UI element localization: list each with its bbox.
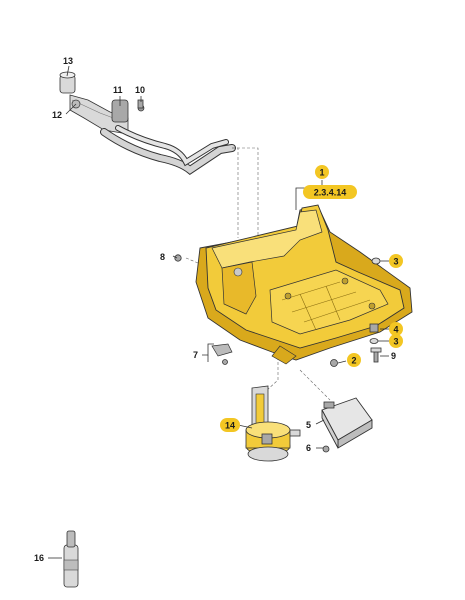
svg-text:11: 11 [113, 85, 123, 95]
svg-text:2: 2 [351, 356, 356, 366]
fuel-pump [245, 385, 301, 462]
callout-3-lower: 3 [389, 334, 403, 348]
svg-text:13: 13 [63, 56, 73, 66]
callout-2: 2 [347, 353, 361, 367]
svg-text:12: 12 [52, 110, 62, 120]
callout-3-upper: 3 [389, 254, 403, 268]
additive-bottle [63, 530, 79, 588]
bolt-10 [137, 99, 144, 109]
bolt-2 [330, 359, 338, 367]
nut-4 [369, 323, 379, 333]
callout-10: 10 [135, 85, 145, 95]
callout-13: 13 [63, 56, 73, 66]
svg-text:3: 3 [393, 257, 398, 267]
svg-text:4: 4 [393, 325, 398, 335]
filler-neck-body [69, 94, 145, 135]
svg-text:9: 9 [391, 351, 396, 361]
callout-14: 14 [220, 418, 240, 432]
bolt-6 [322, 445, 330, 453]
callout-9: 9 [391, 351, 396, 361]
callout-16: 16 [34, 553, 44, 563]
grommet-3-upper [371, 257, 381, 265]
callout-5: 5 [306, 420, 311, 430]
clip-7 [211, 343, 233, 365]
control-unit [321, 397, 373, 449]
svg-text:1: 1 [319, 168, 324, 178]
callout-6: 6 [306, 443, 311, 453]
svg-text:6: 6 [306, 443, 311, 453]
svg-text:2.3.4.14: 2.3.4.14 [314, 188, 347, 198]
callout-12: 12 [52, 110, 62, 120]
svg-text:5: 5 [306, 420, 311, 430]
svg-text:7: 7 [193, 350, 198, 360]
svg-text:3: 3 [393, 337, 398, 347]
callout-8: 8 [160, 252, 165, 262]
callout-1-subparts: 2.3.4.14 [303, 185, 357, 199]
callout-7: 7 [193, 350, 198, 360]
svg-text:10: 10 [135, 85, 145, 95]
grommet-3-lower [369, 338, 379, 344]
fuel-tank [195, 204, 413, 365]
filler-neck-assembly [59, 71, 236, 175]
svg-text:16: 16 [34, 553, 44, 563]
callout-11: 11 [113, 85, 123, 95]
bolt-9 [370, 347, 382, 363]
callout-4: 4 [389, 322, 403, 336]
svg-text:14: 14 [225, 421, 235, 431]
callout-1: 1 [315, 165, 329, 179]
svg-text:8: 8 [160, 252, 165, 262]
fuel-hose-lines [100, 125, 236, 175]
bolt-8 [174, 254, 182, 262]
